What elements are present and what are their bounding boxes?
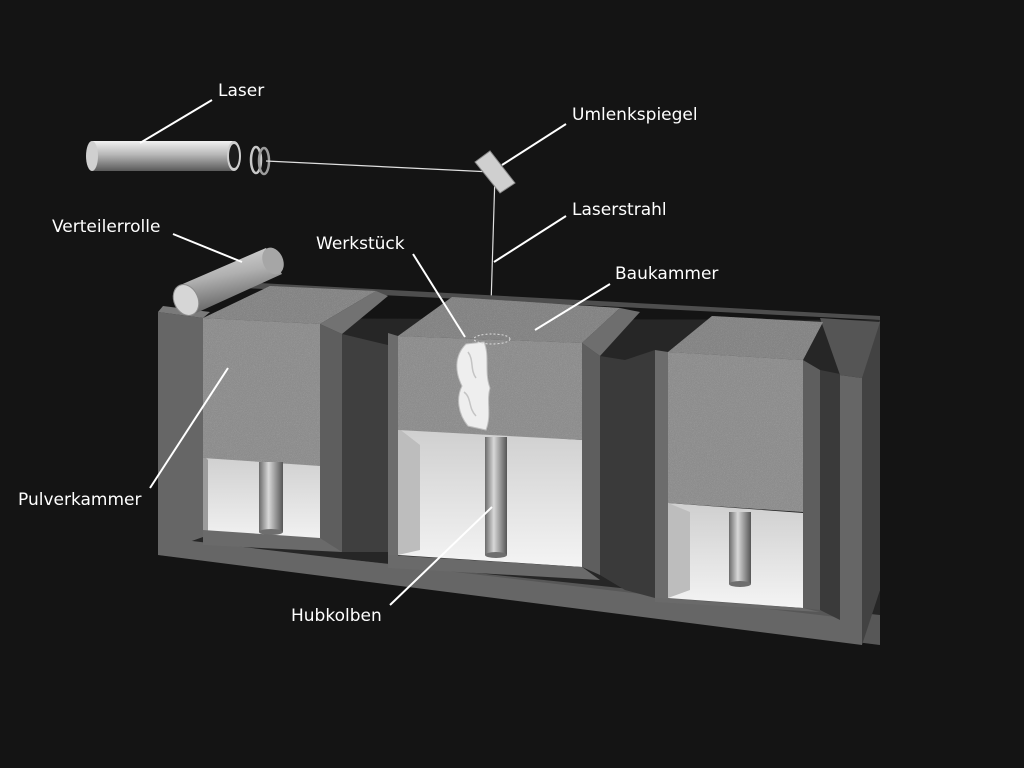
label-powder-chamber: Pulverkammer	[18, 490, 142, 510]
label-beam: Laserstrahl	[572, 200, 667, 220]
powder-chamber-right	[625, 316, 840, 620]
leader-roller	[172, 233, 243, 263]
label-piston: Hubkolben	[291, 606, 382, 626]
laser-beam-horizontal	[265, 160, 493, 173]
leader-build-chamber	[534, 283, 611, 331]
laser-tube	[86, 141, 241, 171]
leader-mirror	[501, 123, 567, 166]
piston-center	[485, 437, 507, 555]
workpiece	[456, 333, 511, 431]
label-mirror: Umlenkspiegel	[572, 105, 698, 125]
piston-left	[259, 462, 283, 532]
build-chamber-center	[388, 297, 640, 590]
label-workpiece: Werkstück	[316, 234, 405, 254]
distributor-roller	[172, 247, 284, 316]
leader-laser	[139, 99, 213, 144]
deflection-mirror	[474, 150, 516, 194]
melt-spot	[473, 333, 511, 345]
label-build-chamber: Baukammer	[615, 264, 718, 284]
leader-beam	[493, 215, 567, 263]
leader-powder-chamber	[149, 367, 229, 489]
powder-chamber-left	[203, 286, 388, 552]
leader-piston	[389, 506, 493, 606]
leader-workpiece	[412, 253, 466, 338]
label-laser: Laser	[218, 81, 264, 101]
piston-right	[729, 512, 751, 584]
label-roller: Verteilerrolle	[52, 217, 160, 237]
